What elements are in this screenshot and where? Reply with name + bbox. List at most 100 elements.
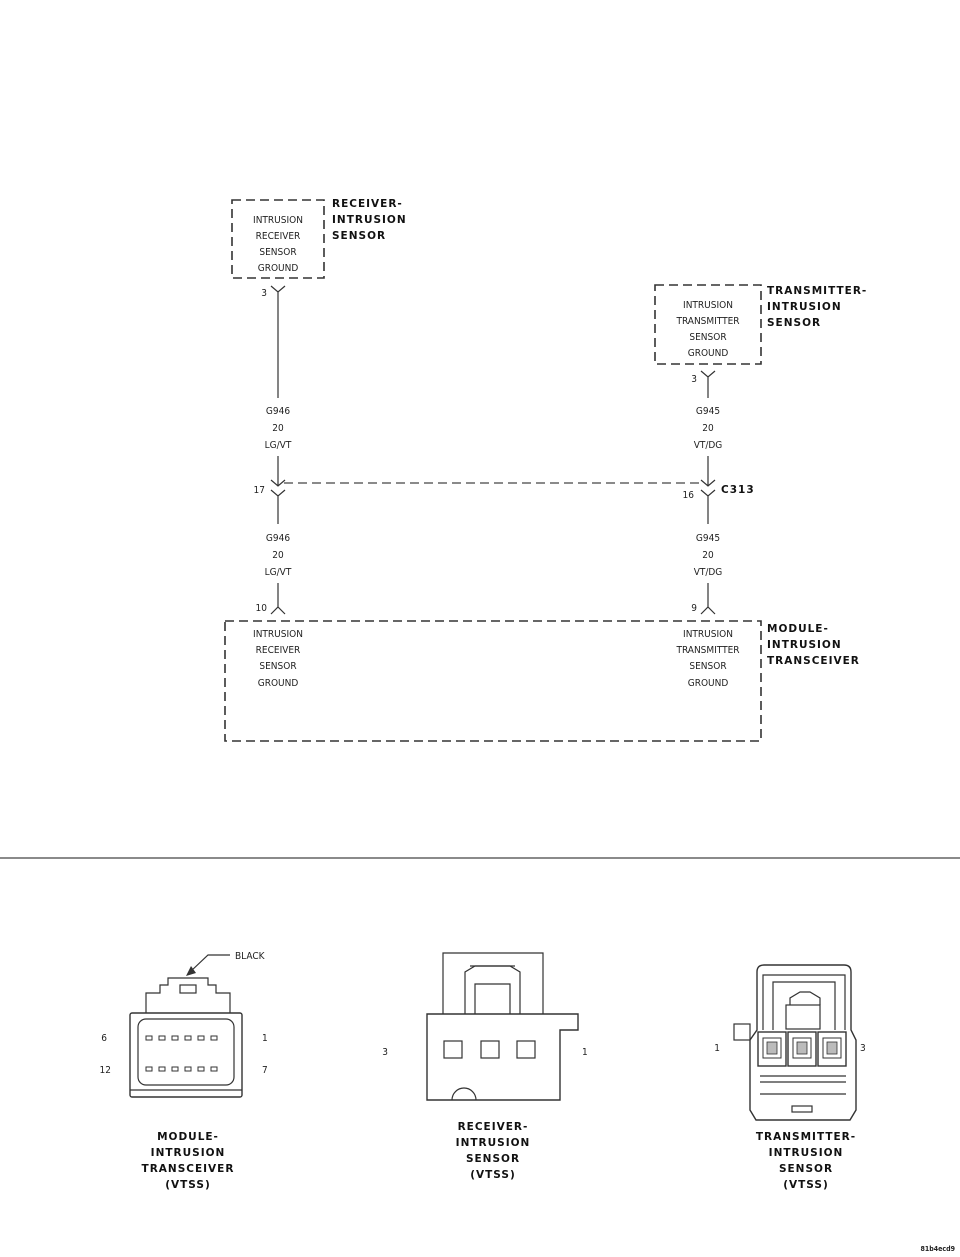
transmitter-connector-latch — [789, 991, 821, 1005]
right-wire-lower-color: VT/DG — [694, 567, 723, 578]
receiver-name-line-2: INTRUSION — [332, 214, 407, 226]
module-name-line-3: TRANSCEIVER — [767, 655, 860, 667]
c313-connector-name: C313 — [721, 484, 755, 496]
left-wire-lower-circuit: G946 — [266, 533, 290, 544]
module-connector-face — [137, 1018, 235, 1086]
receiver-pin-label-left: 3 — [382, 1047, 388, 1058]
receiver-connector-latch — [464, 965, 521, 1014]
transmitter-caption-line-3: SENSOR — [779, 1163, 833, 1175]
module-pin-label-bottom-right: 7 — [262, 1065, 268, 1076]
module-callout-arrowhead — [186, 966, 196, 976]
right-wire-g945: G945 20 VT/DG 16 C313 G945 20 VT/DG 9 — [683, 370, 755, 615]
module-name-line-1: MODULE- — [767, 623, 829, 635]
right-wire-upper-gauge: 20 — [702, 423, 714, 434]
receiver-name-line-3: SENSOR — [332, 230, 386, 242]
transmitter-signal-line-3: SENSOR — [689, 332, 726, 343]
receiver-caption-line-4: (VTSS) — [470, 1169, 516, 1181]
transmitter-connector-hood — [762, 974, 846, 1030]
transmitter-pin-label-right: 3 — [860, 1043, 866, 1054]
receiver-signal-line-3: SENSOR — [259, 247, 296, 258]
transmitter-caption-line-2: INTRUSION — [769, 1147, 844, 1159]
module-pin-label-bottom-left: 12 — [100, 1065, 111, 1076]
receiver-connector-latch-inner — [474, 983, 511, 1014]
right-wire-upper-circuit: G945 — [696, 406, 720, 417]
left-wire-upper-color: LG/VT — [265, 440, 292, 451]
receiver-caption-line-3: SENSOR — [466, 1153, 520, 1165]
receiver-connector-key — [451, 1087, 477, 1101]
transmitter-caption-line-4: (VTSS) — [783, 1179, 829, 1191]
receiver-connector-hood — [442, 952, 544, 1014]
module-transceiver-box — [224, 620, 762, 742]
transmitter-caption-line-1: TRANSMITTER- — [756, 1131, 856, 1143]
transmitter-cavity-2 — [787, 1031, 817, 1067]
c313-left-terminal — [270, 456, 286, 524]
module-left-signal-line-1: INTRUSION — [253, 629, 303, 640]
module-caption-line-4: (VTSS) — [165, 1179, 211, 1191]
transmitter-sensor-box — [654, 284, 762, 365]
left-wire-g946: G946 20 LG/VT 17 G946 20 LG/VT 10 — [254, 285, 292, 615]
receiver-cavity-3 — [443, 1040, 463, 1059]
transmitter-connector-side-tab — [733, 1023, 751, 1041]
right-wire-lower-circuit: G945 — [696, 533, 720, 544]
module-name-line-2: INTRUSION — [767, 639, 842, 651]
transmitter-pin-number: 3 — [691, 374, 697, 385]
c313-right-terminal — [700, 456, 716, 524]
module-connector-latch-tab — [179, 984, 197, 994]
receiver-signal-line-1: INTRUSION — [253, 215, 303, 226]
left-wire-lower-color: LG/VT — [265, 567, 292, 578]
module-pin-label-top-left: 6 — [101, 1033, 107, 1044]
module-connector-housing — [129, 1012, 243, 1098]
left-wire-upper-gauge: 20 — [272, 423, 284, 434]
module-left-terminal — [270, 583, 286, 615]
transmitter-pin-label-left: 1 — [714, 1043, 720, 1054]
receiver-signal-line-4: GROUND — [258, 263, 299, 274]
module-left-signal-line-2: RECEIVER — [256, 645, 301, 656]
module-right-terminal — [700, 583, 716, 615]
receiver-pin-label-right: 1 — [582, 1047, 588, 1058]
module-left-signal-line-4: GROUND — [258, 678, 299, 689]
transmitter-signal-line-2: TRANSMITTER — [675, 316, 739, 327]
transmitter-name-line-2: INTRUSION — [767, 301, 842, 313]
transmitter-signal-line-1: INTRUSION — [683, 300, 733, 311]
module-connector-pin-row-2 — [145, 1066, 218, 1072]
module-left-signal-line-3: SENSOR — [259, 661, 296, 672]
module-callout-leader — [189, 954, 230, 973]
module-caption-line-2: INTRUSION — [151, 1147, 226, 1159]
transmitter-signal-line-4: GROUND — [688, 348, 729, 359]
receiver-connector-view: 3 1 RECEIVER- INTRUSION SENSOR (VTSS) — [382, 952, 588, 1181]
right-wire-lower-gauge: 20 — [702, 550, 714, 561]
module-right-signal-line-2: TRANSMITTER — [675, 645, 739, 656]
receiver-cavity-2 — [480, 1040, 500, 1059]
module-right-signal-line-4: GROUND — [688, 678, 729, 689]
transmitter-connector-latch-body — [785, 1004, 821, 1030]
receiver-caption-line-2: INTRUSION — [456, 1137, 531, 1149]
transmitter-connector-terminal — [700, 370, 716, 398]
module-pin-label-top-right: 1 — [262, 1033, 268, 1044]
module-connector-pin-row-1 — [145, 1035, 218, 1041]
module-right-signal-line-3: SENSOR — [689, 661, 726, 672]
receiver-signal-line-2: RECEIVER — [256, 231, 301, 242]
module-right-pin: 9 — [691, 603, 697, 614]
transmitter-connector-latch-outer — [772, 981, 836, 1030]
module-transceiver-component: INTRUSION RECEIVER SENSOR GROUND INTRUSI… — [224, 620, 860, 742]
receiver-connector-housing — [426, 1013, 579, 1101]
module-left-pin: 10 — [256, 603, 268, 614]
module-caption-line-3: TRANSCEIVER — [142, 1163, 235, 1175]
receiver-caption-line-1: RECEIVER- — [458, 1121, 529, 1133]
transmitter-cavity-1 — [757, 1031, 787, 1067]
transmitter-connector-slot — [791, 1105, 813, 1113]
c313-left-pin: 17 — [254, 485, 265, 496]
receiver-cavity-1 — [516, 1040, 536, 1059]
transmitter-sensor-component: INTRUSION TRANSMITTER SENSOR GROUND TRAN… — [654, 284, 867, 385]
receiver-name-line-1: RECEIVER- — [332, 198, 403, 210]
receiver-sensor-box — [231, 199, 325, 279]
right-wire-upper-color: VT/DG — [694, 440, 723, 451]
receiver-pin-number: 3 — [261, 288, 267, 299]
receiver-connector-terminal — [270, 285, 286, 398]
receiver-sensor-component: INTRUSION RECEIVER SENSOR GROUND RECEIVE… — [231, 198, 407, 299]
transmitter-name-line-3: SENSOR — [767, 317, 821, 329]
figure-reference-id: 81b4ecd9 — [920, 1245, 955, 1253]
transmitter-connector-view: 1 3 TRANSMITTER- INTRUSION SENSOR (VTSS) — [714, 964, 866, 1191]
transmitter-name-line-1: TRANSMITTER- — [767, 285, 867, 297]
